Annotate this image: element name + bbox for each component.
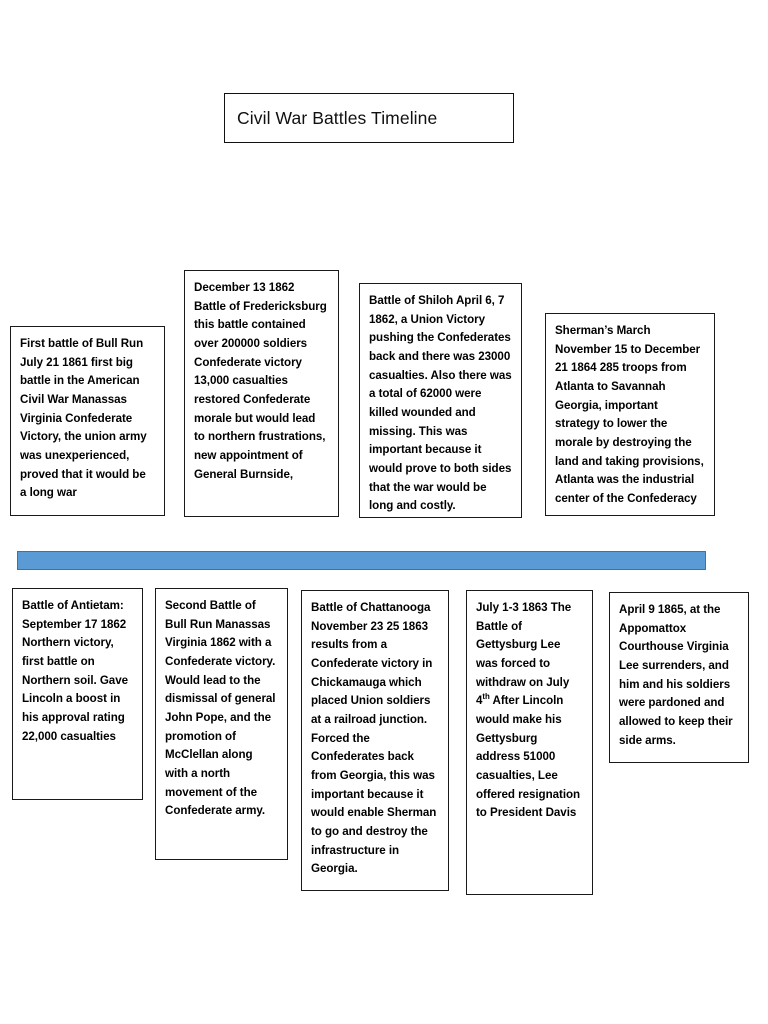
event-text-appomattox: April 9 1865, at the Appomattox Courthou… <box>619 603 736 747</box>
event-box-bull-run-first: First battle of Bull Run July 21 1861 fi… <box>10 326 165 516</box>
event-text-antietam: Battle of Antietam: September 17 1862 No… <box>22 599 132 743</box>
event-box-fredericksburg: December 13 1862 Battle of Fredericksbur… <box>184 270 339 517</box>
event-text-bull-run-second: Second Battle of Bull Run Manassas Virgi… <box>165 599 279 818</box>
gettysburg-text-part-1: July 1-3 1863 The Battle of Gettysburg L… <box>476 601 575 708</box>
event-text-shermans-march: Sherman’s March November 15 to December … <box>555 324 707 505</box>
event-text-gettysburg: July 1-3 1863 The Battle of Gettysburg L… <box>476 599 583 823</box>
gettysburg-text-part-2: After Lincoln would make his Gettysburg … <box>476 694 584 820</box>
event-text-fredericksburg: December 13 1862 Battle of Fredericksbur… <box>194 281 330 481</box>
event-box-bull-run-second: Second Battle of Bull Run Manassas Virgi… <box>155 588 288 860</box>
event-box-antietam: Battle of Antietam: September 17 1862 No… <box>12 588 143 800</box>
event-text-chattanooga: Battle of Chattanooga November 23 25 186… <box>311 601 440 876</box>
event-box-gettysburg: July 1-3 1863 The Battle of Gettysburg L… <box>466 590 593 895</box>
timeline-bar <box>17 551 706 570</box>
page-title-box: Civil War Battles Timeline <box>224 93 514 143</box>
page-title: Civil War Battles Timeline <box>237 107 438 128</box>
event-box-chattanooga: Battle of Chattanooga November 23 25 186… <box>301 590 449 891</box>
event-box-appomattox: April 9 1865, at the Appomattox Courthou… <box>609 592 749 763</box>
event-box-shiloh: Battle of Shiloh April 6, 7 1862, a Unio… <box>359 283 522 518</box>
event-text-shiloh: Battle of Shiloh April 6, 7 1862, a Unio… <box>369 294 515 513</box>
event-box-shermans-march: Sherman’s March November 15 to December … <box>545 313 715 516</box>
event-text-bull-run-first: First battle of Bull Run July 21 1861 fi… <box>20 337 150 500</box>
gettysburg-ordinal-suffix: th <box>482 692 490 702</box>
